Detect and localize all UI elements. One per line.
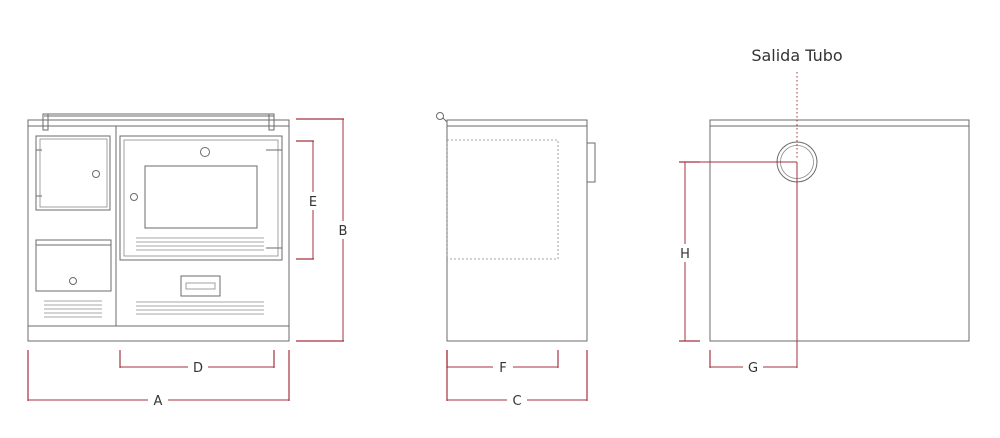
dimension-f-label: F	[499, 361, 506, 376]
left-vent-slats	[44, 300, 102, 318]
oven-window	[144, 165, 258, 229]
rear-body-outline	[709, 119, 970, 342]
oven-hidden-outline	[446, 139, 559, 260]
rear-view: Salida Tubo H G	[675, 46, 970, 376]
oven-vent-slats	[136, 237, 264, 251]
oven-thermometer	[200, 147, 210, 157]
dimension-e-label: E	[309, 195, 317, 210]
dimension-c: C	[446, 350, 588, 409]
side-flue-collar	[586, 142, 596, 183]
dimension-a: A	[27, 350, 290, 409]
dimension-e: E	[296, 140, 322, 260]
side-body-outline	[446, 119, 588, 342]
dimension-d: D	[119, 350, 275, 376]
dimension-h: H	[675, 161, 797, 342]
dimension-b: B	[296, 118, 352, 342]
bottom-vent-slats	[136, 301, 264, 315]
side-view: F C	[436, 112, 596, 409]
outlet-label: Salida Tubo	[751, 46, 842, 65]
front-body-outline	[27, 119, 290, 342]
side-rail-end	[436, 112, 444, 120]
dimension-g: G	[709, 162, 798, 376]
oven-door-knob	[130, 193, 138, 201]
ash-drawer	[35, 239, 112, 292]
rail-bracket-left	[42, 113, 49, 131]
dimension-g-label: G	[748, 361, 758, 376]
dimension-c-label: C	[512, 394, 521, 409]
top-left-door-knob	[92, 170, 100, 178]
ash-drawer-knob	[69, 277, 77, 285]
rail-bracket-right	[268, 113, 275, 131]
top-left-door	[35, 135, 111, 211]
dimension-b-label: B	[339, 224, 348, 239]
dimension-f: F	[446, 350, 559, 376]
dimension-a-label: A	[154, 394, 163, 409]
front-view: E B D A	[27, 113, 352, 409]
dimension-d-label: D	[193, 361, 203, 376]
air-regulator	[180, 275, 221, 297]
oven-door	[119, 135, 283, 261]
dimension-h-label: H	[680, 247, 690, 262]
